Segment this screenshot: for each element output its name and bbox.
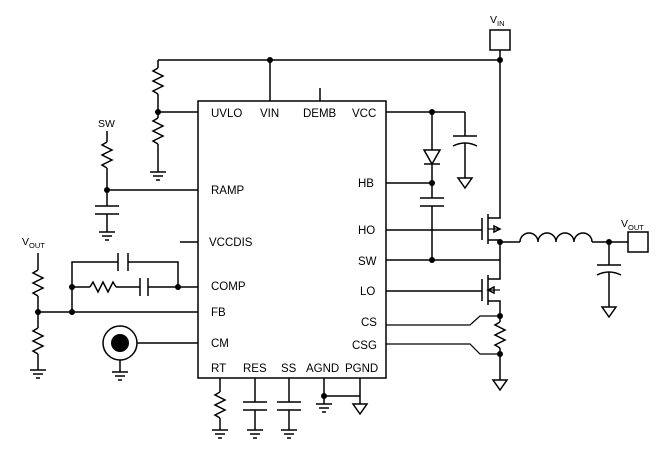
res-capacitor: [243, 401, 267, 411]
output-ground: [600, 306, 618, 319]
ss-capacitor: [277, 401, 301, 411]
pin-vin: VIN: [260, 108, 279, 120]
fb-top-resistor: [31, 269, 45, 297]
rt-resistor: [213, 391, 227, 419]
pin-lo: LO: [360, 286, 375, 298]
output-inductor: [519, 232, 593, 243]
sense-resistor: [493, 321, 507, 349]
cm-source: [102, 325, 198, 381]
low-side-mosfet: [481, 260, 501, 316]
feedback-divider: VOUT: [22, 236, 198, 379]
fb-ground: [30, 369, 46, 379]
uvlo-bottom-resistor: [151, 117, 165, 145]
pin-cm: CM: [211, 338, 229, 350]
pin-res: RES: [243, 363, 267, 375]
pin-agnd: AGND: [306, 363, 339, 375]
pin-sw: SW: [358, 256, 377, 268]
vcc-network: [386, 109, 478, 260]
vin-rail: [158, 50, 503, 197]
ramp-capacitor: [95, 205, 119, 215]
bootstrap-capacitor: [420, 197, 444, 207]
comp-resistor: [89, 280, 117, 294]
rt-ground: [212, 429, 228, 439]
pin-csg: CSG: [352, 340, 377, 352]
bootstrap-diode: [422, 149, 442, 166]
pin-ss: SS: [281, 363, 297, 375]
current-sense: [386, 313, 509, 392]
output-stage: [500, 232, 628, 319]
rt-resistor-network: [212, 378, 228, 439]
res-capacitor-network: [243, 378, 267, 439]
compensation-network: [69, 253, 198, 312]
sense-ground: [491, 379, 509, 392]
pin-vcc: VCC: [352, 108, 376, 120]
uvlo-ground: [150, 171, 166, 181]
ss-capacitor-network: [277, 378, 301, 439]
agnd-ground: [316, 403, 332, 413]
pin-ho: HO: [358, 225, 375, 237]
agnd-pgnd-ties: [316, 378, 369, 416]
pin-pgnd: PGND: [345, 363, 378, 375]
uvlo-divider: [150, 60, 198, 181]
pgnd-ground: [351, 403, 369, 416]
vin-terminal: [489, 29, 511, 51]
comp-capacitor: [139, 278, 149, 296]
sw-label: SW: [98, 118, 115, 130]
vout-label-right: VOUT: [621, 218, 644, 232]
comp-hf-capacitor: [117, 253, 129, 271]
fb-bottom-resistor: [31, 327, 45, 355]
pin-uvlo: UVLO: [211, 108, 242, 120]
vcc-ground: [456, 177, 474, 190]
vin-label: VIN: [490, 14, 505, 28]
pin-cs: CS: [361, 317, 377, 329]
pin-rt: RT: [211, 363, 226, 375]
high-side-mosfet: [481, 197, 502, 260]
ramp-ground: [99, 231, 115, 241]
pin-comp: COMP: [211, 281, 246, 293]
vout-label-left: VOUT: [22, 236, 45, 250]
ramp-network: SW: [95, 118, 198, 241]
pin-demb: DEMB: [303, 108, 337, 120]
pin-ramp: RAMP: [211, 185, 245, 197]
uvlo-top-resistor: [151, 67, 165, 95]
pin-fb: FB: [211, 307, 226, 319]
ramp-resistor: [100, 141, 114, 169]
vout-terminal: [627, 231, 649, 253]
controller-ic: [197, 100, 387, 379]
pin-vccdis: VCCDIS: [209, 237, 253, 249]
cm-ground: [112, 371, 128, 381]
res-ground: [247, 429, 263, 439]
ss-ground: [281, 429, 297, 439]
pin-hb: HB: [358, 178, 374, 190]
gate-drive: [386, 229, 500, 292]
